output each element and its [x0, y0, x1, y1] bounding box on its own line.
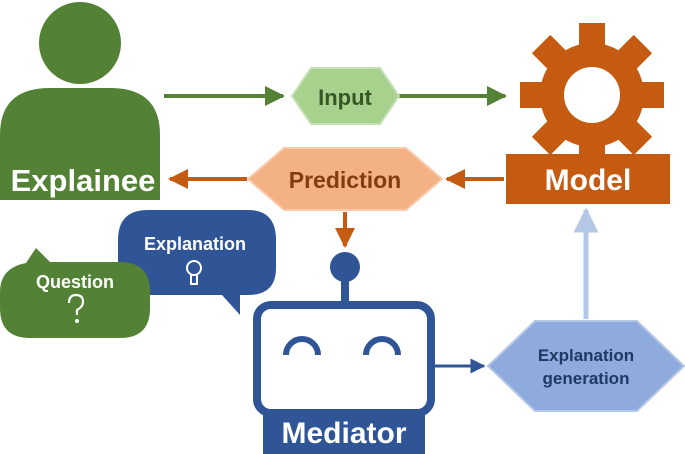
- input-label: Input: [318, 85, 372, 110]
- explainee-person-icon: [0, 2, 160, 200]
- question-mark-icon: [67, 293, 85, 323]
- robot-icon: [253, 252, 435, 454]
- explanation-bubble-label: Explanation: [144, 234, 246, 254]
- gear-icon: [520, 23, 664, 167]
- prediction-label: Prediction: [289, 167, 401, 193]
- input-node: [290, 67, 401, 125]
- question-bubble: [0, 248, 150, 338]
- prediction-node: [246, 147, 444, 211]
- mediator-label: Mediator: [281, 417, 406, 450]
- explanation-generation-label-line1: Explanation: [538, 346, 634, 365]
- explanation-generation-node: [486, 320, 685, 412]
- model-node: [506, 154, 670, 204]
- model-label: Model: [545, 164, 632, 197]
- explanation-generation-label-line2: generation: [543, 369, 630, 388]
- lightbulb-icon: [186, 260, 202, 285]
- question-bubble-label: Question: [36, 272, 114, 292]
- explainee-label: Explainee: [11, 163, 156, 198]
